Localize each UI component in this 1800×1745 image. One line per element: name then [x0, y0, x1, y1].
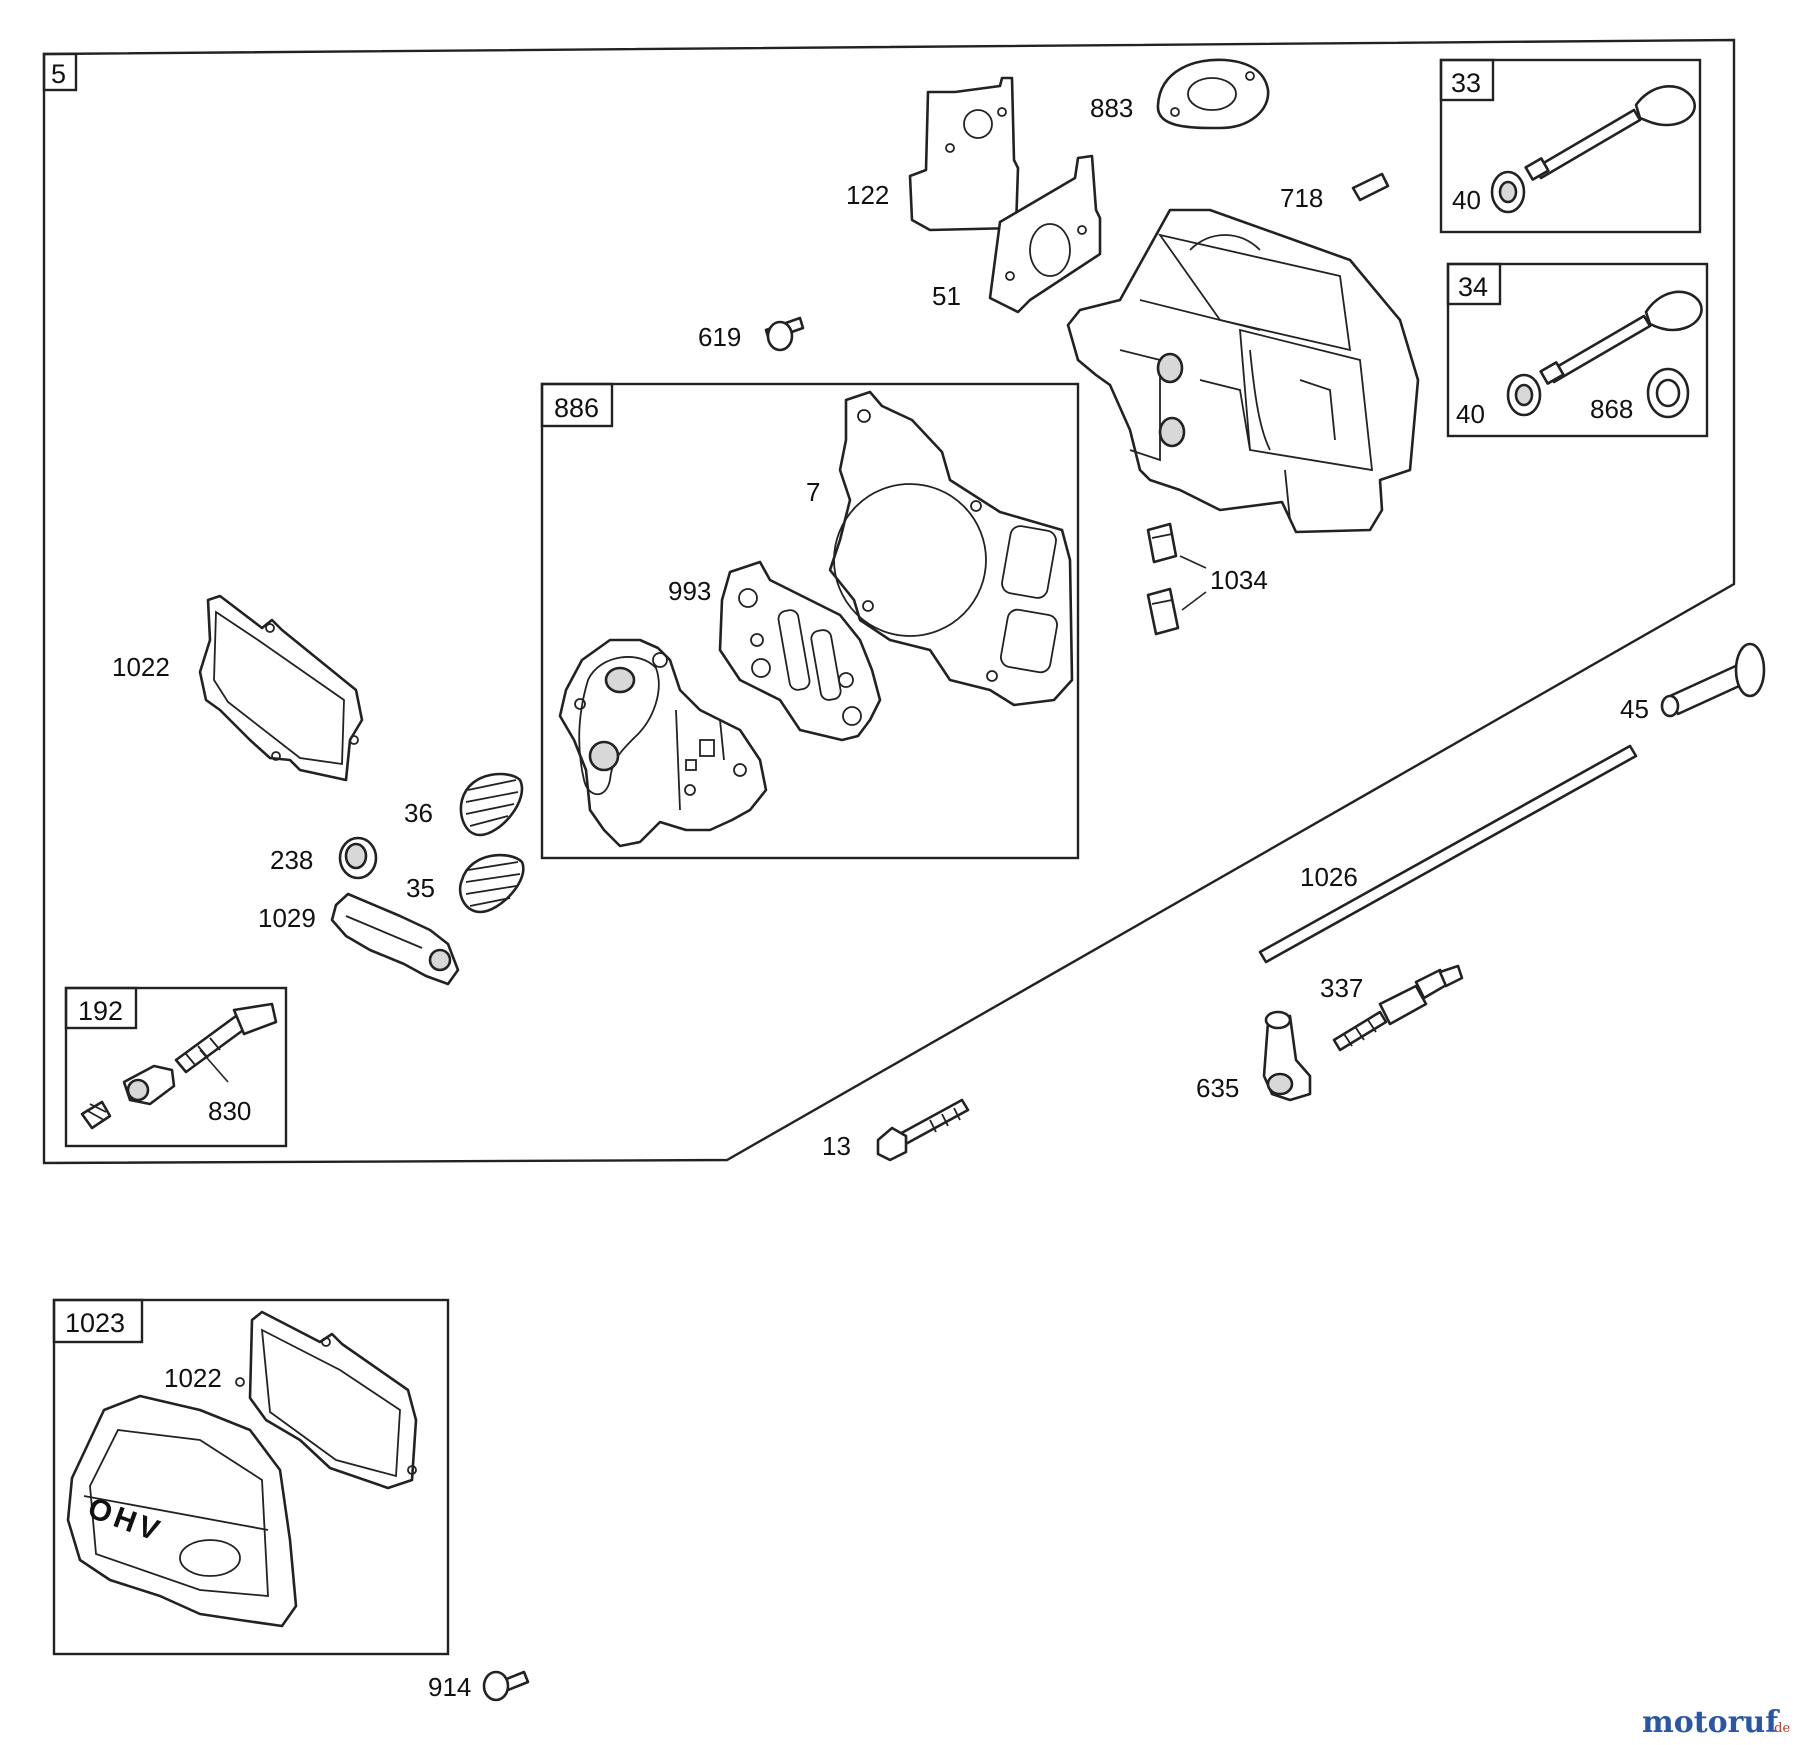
label-883: 883	[1090, 93, 1133, 123]
spring-36-drawing	[459, 772, 524, 837]
label-40-bottom: 40	[1456, 399, 1485, 429]
label-868: 868	[1590, 394, 1633, 424]
label-718: 718	[1280, 183, 1323, 213]
stud-830-drawing	[174, 1002, 278, 1074]
box-192-tag	[64, 986, 138, 1030]
valve-retainer-drawing-2	[1506, 373, 1542, 417]
cap-238-drawing	[338, 836, 378, 880]
box-886-frame	[540, 382, 1080, 860]
bolt-13-drawing	[876, 1098, 970, 1162]
box-1023-label: 1023	[65, 1308, 125, 1338]
label-1026: 1026	[1300, 862, 1358, 892]
label-337: 337	[1320, 973, 1363, 1003]
label-830: 830	[208, 1096, 251, 1126]
box-33-tag	[1439, 58, 1495, 102]
label-1029: 1029	[258, 903, 316, 933]
label-7: 7	[806, 477, 820, 507]
label-914: 914	[428, 1672, 471, 1702]
clip-1034-lower-drawing	[1146, 587, 1180, 636]
label-122: 122	[846, 180, 889, 210]
nut-drawing	[122, 1064, 176, 1106]
box-886-label: 886	[554, 393, 599, 423]
plate-993-drawing	[718, 560, 882, 742]
pushrod-1026-drawing	[1258, 744, 1638, 964]
boot-635-drawing	[1262, 1010, 1312, 1102]
box-192-frame	[64, 986, 288, 1148]
label-619: 619	[698, 322, 741, 352]
gasket-51-drawing	[988, 154, 1102, 314]
label-1034: 1034	[1210, 565, 1268, 595]
box-34-label: 34	[1458, 272, 1488, 302]
box-33-label: 33	[1451, 68, 1481, 98]
insert-drawing	[80, 1100, 112, 1130]
screw-914-drawing	[482, 1670, 530, 1702]
label-13: 13	[822, 1131, 851, 1161]
rocker-1029-drawing	[330, 892, 460, 986]
gasket-1022-cover-drawing	[235, 1310, 418, 1490]
label-35: 35	[406, 873, 435, 903]
label-1022-main: 1022	[112, 652, 170, 682]
leader-830	[199, 1049, 229, 1083]
main-assembly-frame	[42, 38, 1736, 1165]
spring-35-drawing	[458, 853, 525, 914]
label-238: 238	[270, 845, 313, 875]
watermark-suffix: .de	[1770, 1721, 1790, 1736]
main-box-tag	[42, 52, 78, 92]
screw-619-drawing	[764, 316, 805, 352]
plate-manifold-drawing	[558, 638, 768, 848]
label-36: 36	[404, 798, 433, 828]
box-33-frame	[1439, 58, 1702, 234]
head-gasket-7-drawing	[828, 390, 1074, 707]
box-34-frame	[1446, 262, 1709, 438]
leader-1034-upper	[1179, 555, 1207, 569]
label-40-top: 40	[1452, 185, 1481, 215]
label-51: 51	[932, 281, 961, 311]
box-886-tag	[540, 382, 614, 428]
valve-retainer-drawing	[1490, 170, 1526, 214]
label-635: 635	[1196, 1073, 1239, 1103]
gasket-122-drawing	[908, 76, 1020, 232]
label-45: 45	[1620, 694, 1649, 724]
box-1023-tag	[52, 1298, 144, 1344]
clip-1034-upper-drawing	[1146, 522, 1178, 564]
box-34-tag	[1446, 262, 1502, 306]
label-993: 993	[668, 576, 711, 606]
label-1022-cover: 1022	[164, 1363, 222, 1393]
spark-plug-337-drawing	[1332, 964, 1464, 1052]
cylinder-head-drawing	[1066, 208, 1420, 534]
gasket-883-drawing	[1156, 58, 1270, 130]
tappet-45-drawing	[1660, 642, 1766, 718]
valve-seal-drawing	[1646, 367, 1690, 419]
pin-718-drawing	[1351, 172, 1390, 202]
watermark-brand: motoruf	[1642, 1705, 1780, 1740]
exhaust-valve-drawing	[1539, 290, 1703, 385]
gasket-1022-drawing	[198, 594, 364, 782]
intake-valve-drawing	[1524, 85, 1696, 181]
leader-1034-lower	[1181, 591, 1207, 611]
watermark-logo: motoruf .de	[1642, 1705, 1790, 1740]
valve-cover-drawing: OHV	[66, 1394, 298, 1628]
box-1023-frame	[52, 1298, 450, 1656]
main-box-label: 5	[51, 59, 66, 89]
box-192-label: 192	[78, 996, 123, 1026]
